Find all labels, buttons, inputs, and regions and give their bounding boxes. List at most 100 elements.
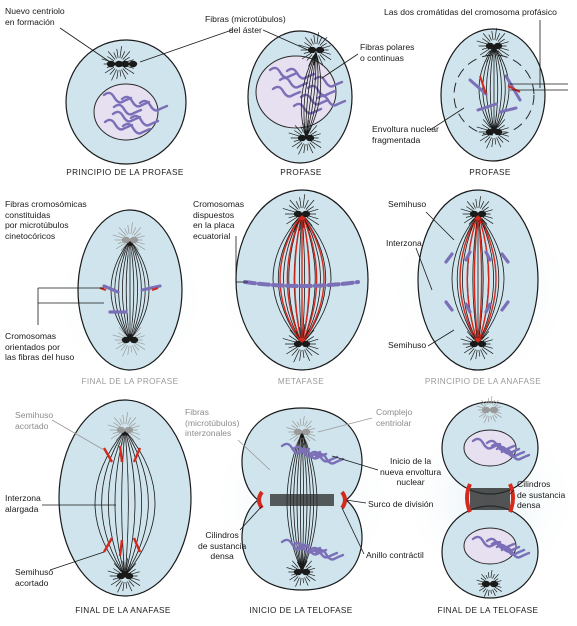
leader-cilindros-right xyxy=(509,489,515,495)
interzone-fibers-stage-7 xyxy=(94,429,156,577)
label-complejo-centriolar: Complejo centriolar xyxy=(376,407,413,428)
leader-complejo-centriolar xyxy=(317,417,373,433)
aster-stage-2a xyxy=(298,32,332,67)
label-cromosomas-orientados: Cromosomas orientados por las fibras del… xyxy=(5,331,75,363)
cell-stage-7 xyxy=(58,399,192,597)
aster-stage-3b xyxy=(476,114,510,149)
aster-stage-8b xyxy=(286,556,316,587)
nucleus-stage-2 xyxy=(255,55,337,129)
centriole-stage-5b xyxy=(293,340,311,348)
kinetochore-fibers-stage-6 xyxy=(459,213,497,345)
chromosomes-stage-4 xyxy=(102,284,162,314)
kinetochore-fibers-stage-5 xyxy=(279,213,325,345)
nuclear-envelope-fragments xyxy=(453,54,535,136)
chromatin-stage-1 xyxy=(102,91,169,135)
caption-stage-8: INICIO DE LA TELOFASE xyxy=(249,606,353,615)
kinetochore-stage-3 xyxy=(479,75,521,95)
centriole-stage-3a xyxy=(485,42,503,50)
dense-cylinders-stage-9 xyxy=(465,483,515,513)
daughter-chromatin-top-8 xyxy=(280,442,345,465)
aster-stage-6a xyxy=(460,196,494,231)
leader-semihuso-top xyxy=(425,211,455,241)
caption-stage-5: METAFASE xyxy=(277,377,325,386)
label-semihuso-top: Semihuso xyxy=(388,199,427,209)
midbody-stage-8 xyxy=(270,494,334,506)
leader-semihuso-acortado-bottom xyxy=(49,551,105,571)
chromosomes-stage-3 xyxy=(468,74,522,114)
aster-stage-4b xyxy=(112,322,146,357)
metaphase-plate xyxy=(243,280,360,288)
cell-stage-3 xyxy=(440,28,546,162)
aster-stage-7a xyxy=(107,412,141,447)
aster-stage-7b xyxy=(107,558,141,593)
aster-stage-6b xyxy=(460,326,494,361)
shortened-half-spindles-stage-7 xyxy=(102,445,142,557)
centriole-stage-2b xyxy=(297,134,315,142)
label-semihuso-acortado-top: Semihuso acortado xyxy=(15,410,54,431)
label-inicio-envoltura: Inicio de la nueva envoltura nuclear xyxy=(380,456,442,488)
centriole-stage-7a xyxy=(116,426,134,434)
leader-nuevo-centriolo xyxy=(59,27,111,63)
caption-stage-2: PROFASE xyxy=(280,168,322,177)
leader-cilindros-left xyxy=(239,505,263,531)
label-interzona-alargada: Interzona alargada xyxy=(5,493,41,514)
centriole-stage-1b xyxy=(120,60,138,68)
centriole-stage-4a xyxy=(121,236,139,244)
midbody-stage-9 xyxy=(470,488,510,510)
caption-stage-7: FINAL DE LA ANAFASE xyxy=(75,606,171,615)
aster-stage-5b xyxy=(282,324,319,363)
caption-stage-9: FINAL DE LA TELOFASE xyxy=(437,606,539,615)
centriole-stage-6b xyxy=(469,340,487,348)
centriole-stage-1a xyxy=(106,60,124,68)
label-cilindros-right: Cilindros de sustancia densa xyxy=(517,479,566,511)
label-fibras-interzonales: Fibras (microtúbulos) interzonales xyxy=(185,407,240,439)
leader-inicio-envoltura xyxy=(331,455,379,471)
aster-stage-2b xyxy=(288,120,322,155)
leader-anillo-contractil xyxy=(341,507,365,555)
label-fibras-aster: Fibras (microtúbulos) del áster xyxy=(205,14,286,35)
leader-surco-division xyxy=(345,499,367,504)
caption-stage-3: PROFASE xyxy=(469,168,511,177)
centriole-stage-6a xyxy=(469,210,487,218)
leader-fibras-interzonales xyxy=(237,439,271,471)
centriole-stage-7b xyxy=(116,572,134,580)
aster-stage-5a xyxy=(282,194,319,233)
chromatin-stage-9-bottom xyxy=(471,535,531,559)
leader-fibras-aster-2 xyxy=(262,29,309,51)
leader-fibras-polares xyxy=(321,53,359,79)
polar-fibers-stage-2 xyxy=(300,51,322,139)
leader-interzona xyxy=(415,247,433,291)
caption-stage-6: PRINCIPIO DE LA ANAFASE xyxy=(424,377,542,386)
leader-semihuso-bottom xyxy=(427,329,455,347)
centriole-stage-4b xyxy=(121,336,139,344)
leader-semihuso-acortado-top xyxy=(51,419,105,451)
label-nuevo-centriolo: Nuevo centriolo en formación xyxy=(5,6,65,27)
leader-envoltura xyxy=(429,107,465,131)
label-fibras-polares: Fibras polares o continuas xyxy=(360,42,415,63)
label-cilindros-left: Cilindros de sustancia densa xyxy=(198,530,247,562)
label-anillo-contractil: Anillo contráctil xyxy=(366,550,424,560)
caption-stage-4: FINAL DE LA PROFASE xyxy=(81,377,179,386)
aster-stage-8a xyxy=(286,416,316,447)
centriole-stage-2a xyxy=(307,46,325,54)
label-semihuso-bottom: Semihuso xyxy=(388,340,427,350)
aster-stage-3a xyxy=(476,28,510,63)
label-interzona: Interzona xyxy=(386,238,422,248)
chromosomes-stage-6 xyxy=(444,250,510,314)
label-semihuso-acortado-bottom: Semihuso acortado xyxy=(15,567,54,588)
label-cromatidas: Las dos cromátidas del cromosoma profási… xyxy=(384,7,557,17)
chromatin-stage-9-top xyxy=(471,437,531,461)
caption-stage-1: PRINCIPIO DE LA PROFASE xyxy=(66,168,184,177)
centriole-stage-9a xyxy=(481,406,499,414)
chromosomes-stage-2 xyxy=(268,66,347,115)
centriole-stage-8a xyxy=(293,428,311,436)
label-cromosomas-placa: Cromosomas dispuestos en la placa ecuato… xyxy=(193,199,245,241)
aster-stage-4a xyxy=(112,222,146,257)
leader-fibras-aster xyxy=(139,29,233,63)
label-fibras-cromosomicas: Fibras cromosómicas constituidas por mic… xyxy=(5,199,87,241)
daughter-chromatin-bottom-8 xyxy=(280,538,345,561)
centriole-stage-5a xyxy=(293,210,311,218)
centriole-stage-8b xyxy=(293,568,311,576)
